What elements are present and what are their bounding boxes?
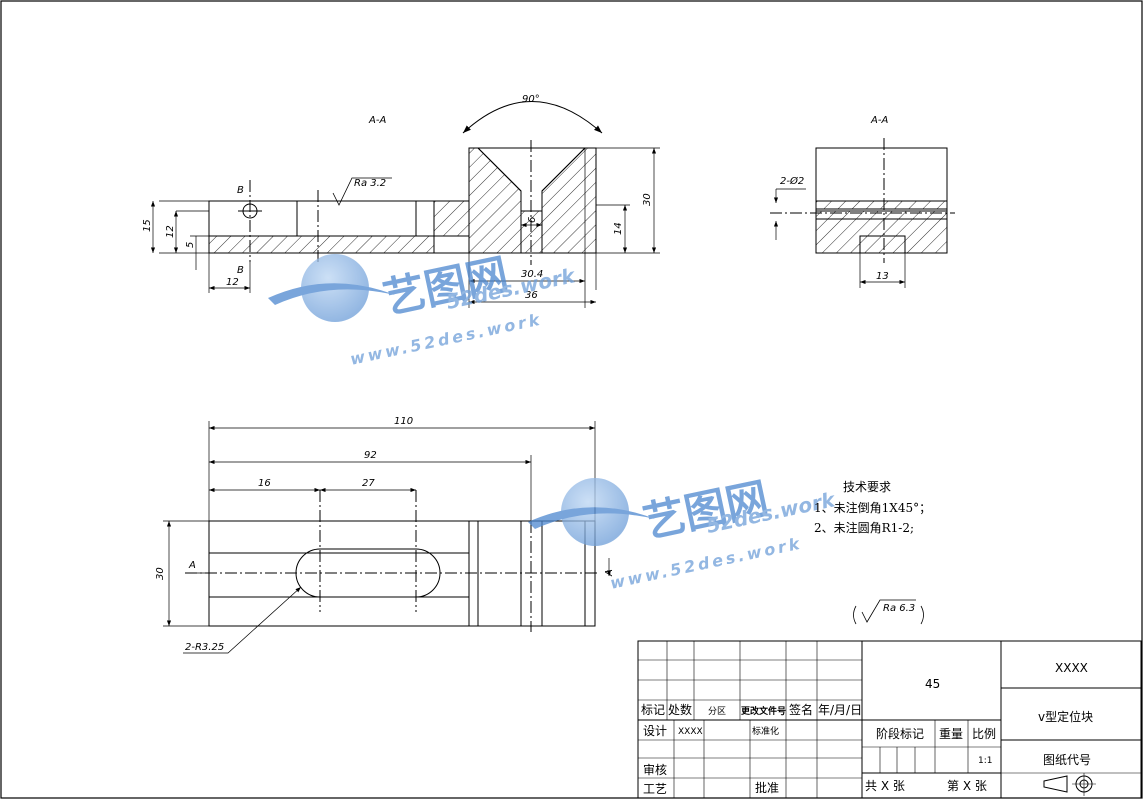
dim-110: 110 <box>394 416 413 427</box>
dim-12-horizontal: 12 <box>226 277 239 288</box>
tb-process-label: 工艺 <box>643 782 667 796</box>
tb-design-label: 设计 <box>643 724 667 738</box>
dim-2-phi2: 2-Ø2 <box>780 175 804 187</box>
angle-label: 90° <box>522 94 540 105</box>
dim-36: 36 <box>525 290 538 301</box>
dim-14: 14 <box>613 222 624 235</box>
dim-2-r3-25: 2-R3.25 <box>185 642 224 653</box>
section-mark-b-top: B <box>237 185 244 196</box>
dim-15: 15 <box>142 219 153 232</box>
general-roughness-symbol <box>853 599 924 625</box>
tb-standardize-label: 标准化 <box>752 725 779 737</box>
svg-text:www.52des.work: www.52des.work <box>348 309 544 368</box>
front-section-view <box>150 101 660 308</box>
tb-row-doc: 更改文件号 <box>741 705 786 717</box>
roughness-label-top: Ra 3.2 <box>354 178 386 189</box>
tech-req-title: 技术要求 <box>843 480 891 494</box>
tb-row-sign: 签名 <box>789 702 813 717</box>
side-section-view <box>770 138 955 288</box>
dim-12-vertical: 12 <box>165 225 176 238</box>
dim-30-vertical: 30 <box>642 193 653 206</box>
tech-req-line2: 2、未注圆角R1-2; <box>814 520 914 535</box>
tb-row-count: 处数 <box>668 702 692 717</box>
tb-review-label: 审核 <box>643 762 667 777</box>
tech-req-line1: 1、未注倒角1X45°； <box>814 500 931 515</box>
section-mark-a-right: A <box>604 569 615 577</box>
tb-total-sheets: 共 X 张 <box>865 779 905 793</box>
dim-5: 5 <box>185 242 196 248</box>
dim-6: 6 <box>527 217 538 223</box>
tb-stage-mark-label: 阶段标记 <box>876 726 924 741</box>
dim-92: 92 <box>364 450 377 461</box>
watermark-logo-2: 艺图网 52des.work www.52des.work <box>528 473 839 593</box>
plan-view <box>163 421 612 654</box>
tb-material: 45 <box>925 677 940 691</box>
general-roughness-label: Ra 6.3 <box>883 603 915 614</box>
watermark-logo-1: 艺图网 52des.work www.52des.work <box>268 249 579 369</box>
section-mark-b-bottom: B <box>237 265 244 276</box>
tb-approve-label: 批准 <box>755 780 779 795</box>
section-label-right: A-A <box>870 115 888 126</box>
section-mark-a-left: A <box>188 560 196 571</box>
tb-part-name: v型定位块 <box>1038 709 1093 724</box>
dim-16: 16 <box>258 478 271 489</box>
dim-27: 27 <box>362 478 375 489</box>
tb-scale-value: 1:1 <box>978 756 992 766</box>
title-block <box>637 640 1142 799</box>
section-label-left: A-A <box>368 115 386 126</box>
tb-weight-label: 重量 <box>939 727 963 741</box>
dim-13: 13 <box>876 271 889 282</box>
tb-row-mark: 标记 <box>641 703 665 717</box>
tb-company: XXXX <box>1055 661 1088 675</box>
dim-30-4: 30.4 <box>521 269 543 280</box>
tb-designer: XXXX <box>678 727 703 737</box>
dim-30-plan: 30 <box>155 567 166 580</box>
tb-sheet-no: 第 X 张 <box>947 779 987 793</box>
tb-scale-label: 比例 <box>972 727 996 741</box>
svg-text:www.52des.work: www.52des.work <box>608 533 804 592</box>
tb-drawing-code-label: 图纸代号 <box>1043 753 1091 767</box>
tb-row-zone: 分区 <box>708 706 726 717</box>
tb-row-date: 年/月/日 <box>818 703 862 717</box>
